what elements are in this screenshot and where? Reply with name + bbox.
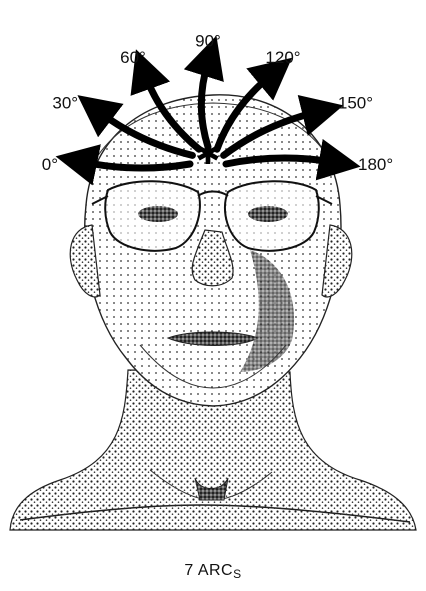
angle-label-60: 60°	[120, 48, 146, 67]
angle-label-150: 150°	[338, 93, 373, 112]
angle-label-30: 30°	[52, 93, 78, 112]
angle-label-180: 180°	[358, 155, 393, 174]
angle-label-120: 120°	[265, 48, 300, 67]
right-eye	[248, 206, 288, 222]
center-asterisk: ✱	[195, 137, 220, 172]
angle-label-90: 90°	[195, 32, 221, 51]
caption-subscript: S	[233, 567, 242, 581]
angle-label-0: 0°	[42, 155, 58, 174]
caption: 7 ARCS	[0, 562, 426, 581]
left-eye	[138, 206, 178, 222]
caption-main: 7 ARC	[184, 562, 233, 579]
